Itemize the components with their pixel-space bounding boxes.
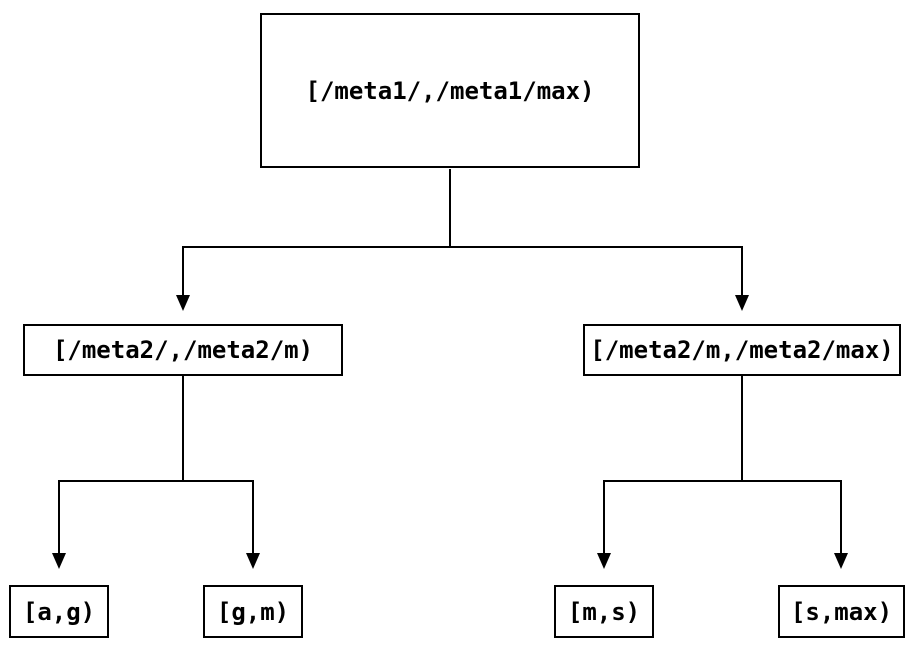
node-leaf-ag: [a,g) <box>9 585 109 638</box>
node-leaf-gm: [g,m) <box>203 585 303 638</box>
node-root-meta1-range: [/meta1/,/meta1/max) <box>260 13 640 168</box>
arrow-down-icon <box>52 553 66 569</box>
node-meta2-left-range: [/meta2/,/meta2/m) <box>23 324 343 376</box>
arrow-down-icon <box>246 553 260 569</box>
node-meta2-right-range: [/meta2/m,/meta2/max) <box>583 324 901 376</box>
node-leaf-smax: [s,max) <box>778 585 905 638</box>
edge-root-fork <box>182 169 743 296</box>
arrow-down-icon <box>176 295 190 311</box>
node-leaf-ms: [m,s) <box>554 585 654 638</box>
edge-left-fork <box>58 376 254 554</box>
arrow-down-icon <box>834 553 848 569</box>
edge-right-fork <box>603 376 842 554</box>
arrow-down-icon <box>597 553 611 569</box>
arrow-down-icon <box>735 295 749 311</box>
